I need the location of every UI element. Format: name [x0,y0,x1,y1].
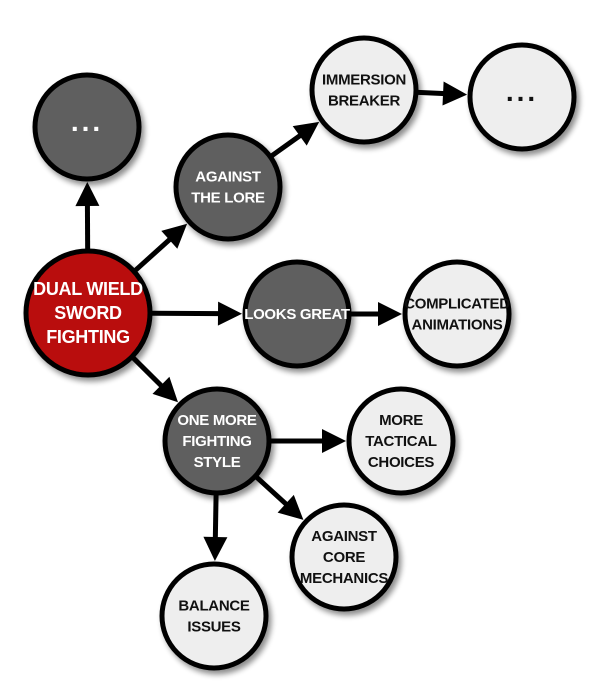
node-label-line: ISSUES [187,618,241,635]
node-label: LOOKS GREAT [244,306,350,323]
node-label-line: ANIMATIONS [412,316,503,333]
node-balance-issues: BALANCE ISSUES [159,561,269,671]
arrowhead-icon [75,182,100,207]
node-circle [162,386,272,496]
node-label-line: ... [71,106,103,137]
node-label-line: SWORD [54,303,122,323]
arrowhead-icon [217,301,242,326]
node-circle [32,72,142,182]
node-circle [173,132,283,242]
arrowhead-icon [442,81,468,106]
node-looks-great: LOOKS GREAT [242,259,352,369]
node-circle [23,248,153,378]
node-label-line: BALANCE [178,597,250,614]
node-label-line: ONE MORE [177,412,257,429]
node-more-tactical-choices: MORE TACTICAL CHOICES [346,386,456,496]
node-label: AGAINST CORE MECHANICS [300,528,388,587]
node-label-line: AGAINST [195,168,261,185]
edge-root-to-against-lore [133,223,188,273]
node-label: MORE TACTICAL CHOICES [365,412,437,471]
node-label-line: BREAKER [328,92,401,109]
node-label-line: MECHANICS [300,570,388,587]
edge-root-to-one-more-fighting-style [131,356,178,403]
edge-root-to-more-top [75,182,100,250]
node-circle [346,386,456,496]
edge-one-more-fighting-style-to-more-tactical-choices [271,429,346,453]
node-circle [309,35,419,145]
node-label-line: ... [506,76,538,107]
edge-line [417,89,446,97]
edge-line [131,356,165,389]
node-circle [289,502,399,612]
edge-line [133,236,173,273]
node-more-right: ... [467,42,577,152]
node-label-line: CORE [323,549,365,566]
node-label-line: TACTICAL [365,433,437,450]
edge-line [255,475,289,507]
edge-line [212,494,219,540]
edges-layer [75,81,468,561]
edge-against-lore-to-immersion-breaker [270,121,320,158]
edge-one-more-fighting-style-to-against-core-mechanics [255,475,304,520]
node-label-line: COMPLICATED [404,295,510,312]
edge-line [270,132,303,158]
node-label-line: STYLE [194,454,241,471]
node-more-top: ... [32,72,142,182]
node-label: COMPLICATED ANIMATIONS [404,295,510,333]
node-label-line: LOOKS GREAT [244,306,350,323]
node-against-core-mechanics: AGAINST CORE MECHANICS [289,502,399,612]
edge-immersion-breaker-to-more-right [417,81,468,106]
node-complicated-animations: COMPLICATED ANIMATIONS [402,259,512,369]
node-label: ... [71,106,103,137]
arrowhead-icon [277,494,304,520]
edge-root-to-looks-great [151,301,242,326]
node-label-line: AGAINST [311,528,377,545]
node-label: IMMERSION BREAKER [322,71,406,109]
node-label: BALANCE ISSUES [178,597,250,635]
edge-looks-great-to-complicated-animations [351,302,402,326]
node-immersion-breaker: IMMERSION BREAKER [309,35,419,145]
arrowhead-icon [378,302,402,326]
node-circle [402,259,512,369]
node-label: ... [506,76,538,107]
nodes-layer: DUAL WIELD SWORD FIGHTING... AGAINST THE LOR… [23,35,577,671]
node-label-line: FIGHTING [182,433,251,450]
node-label: AGAINST THE LORE [191,168,265,206]
node-one-more-fighting-style: ONE MORE FIGHTING STYLE [162,386,272,496]
arrowhead-icon [292,121,320,146]
arrowhead-icon [152,376,178,403]
edge-one-more-fighting-style-to-balance-issues [203,494,228,561]
arrowhead-icon [322,429,346,453]
node-label: ONE MORE FIGHTING STYLE [177,412,257,471]
node-label: DUAL WIELD SWORD FIGHTING [33,279,143,347]
arrowhead-icon [203,536,228,561]
node-circle [242,259,352,369]
node-against-lore: AGAINST THE LORE [173,132,283,242]
node-circle [159,561,269,671]
arrowhead-icon [161,223,188,249]
node-label-line: MORE [379,412,423,429]
node-label-line: THE LORE [191,189,265,206]
node-label-line: FIGHTING [46,327,130,347]
node-circle [467,42,577,152]
node-label-line: IMMERSION [322,71,406,88]
node-label-line: CHOICES [368,454,435,471]
node-root: DUAL WIELD SWORD FIGHTING [23,248,153,378]
node-label-line: DUAL WIELD [33,279,143,299]
